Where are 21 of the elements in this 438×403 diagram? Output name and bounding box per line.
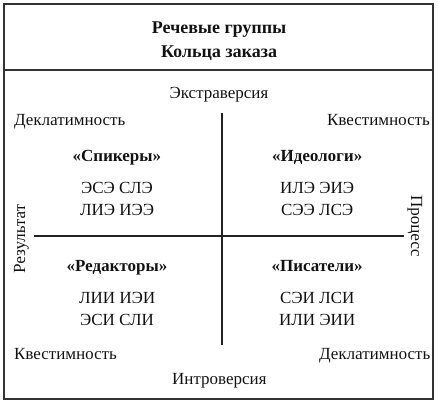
type-list: ЭСЭ СЛЭ [81,178,153,198]
axis-label: Процесс [406,194,426,256]
type-list: ЛИИ ИЭИ [79,288,156,308]
diagram-title: Речевые группы Кольца заказа [150,16,288,63]
axis-label: Результат [10,204,30,272]
type-list: ЛИЭ ИЭЭ [80,200,154,220]
type-list: СЭИ ЛСИ [280,288,354,308]
type-list: ИЛЭ ЭИЭ [280,178,354,198]
type-list: СЭЭ ЛСЭ [281,200,354,220]
group-name: «Спикеры» [72,146,162,166]
corner-label: Деклатимность [319,344,430,364]
corner-label: Квестимность [14,344,117,364]
group-name: «Писатели» [272,256,363,276]
corner-label: Деклатимность [14,110,126,130]
corner-label: Квестимность [327,110,430,130]
type-list: ИЛИ ЭИИ [279,310,356,330]
axis-label: Экстраверсия [170,83,268,103]
type-list: ЭСИ СЛИ [80,310,154,330]
axis-label: Интроверсия [172,369,266,389]
group-name: «Идеологи» [272,146,362,166]
group-name: «Редакторы» [66,256,168,276]
